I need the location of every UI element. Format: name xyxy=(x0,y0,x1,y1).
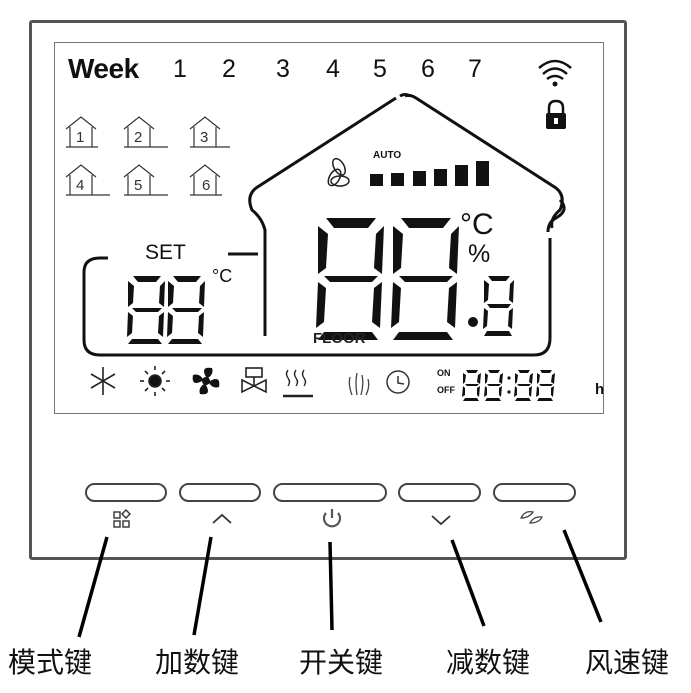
power-button[interactable] xyxy=(273,483,387,502)
set-temp-digits xyxy=(127,276,205,344)
main-temp-digits xyxy=(316,218,514,340)
timer-on-label: ON xyxy=(437,368,451,378)
up-button[interactable] xyxy=(179,483,261,502)
mode-grid-icon xyxy=(113,509,131,528)
up-button-label: 加数键 xyxy=(155,646,240,679)
day-5: 5 xyxy=(373,55,387,83)
day-4: 4 xyxy=(326,55,340,83)
wifi-icon xyxy=(538,59,572,87)
chevron-up-icon xyxy=(212,513,232,524)
fan-speed-bars xyxy=(370,161,489,186)
sun-icon xyxy=(140,366,170,396)
fan-auto-label: AUTO xyxy=(373,150,402,161)
main-unit-percent: % xyxy=(468,240,491,268)
snowflake-icon xyxy=(90,367,116,395)
svg-text:2: 2 xyxy=(134,129,142,146)
svg-text:5: 5 xyxy=(134,177,142,194)
down-button-label: 减数键 xyxy=(446,646,531,679)
week-label: Week xyxy=(68,53,139,84)
floor-label: FLOOR xyxy=(313,330,366,347)
timer-off-label: OFF xyxy=(437,385,455,395)
timer-unit: h xyxy=(595,381,605,398)
set-label: SET xyxy=(145,241,186,264)
day-2: 2 xyxy=(222,55,236,83)
leaf-fan-icon xyxy=(519,510,543,524)
mode-button-label: 模式键 xyxy=(8,646,93,679)
svg-text:1: 1 xyxy=(76,129,84,146)
fan-speed-button[interactable] xyxy=(493,483,576,502)
valve-icon xyxy=(241,367,267,394)
timer-digits xyxy=(462,370,555,401)
leader-lines xyxy=(77,529,603,638)
day-3: 3 xyxy=(276,55,290,83)
main-unit-celsius: °C xyxy=(460,208,494,241)
hand-heat-icon xyxy=(348,372,370,396)
svg-text:6: 6 xyxy=(202,177,210,194)
lock-icon xyxy=(546,99,566,129)
day-7: 7 xyxy=(468,55,482,83)
schedule-mode-icons: 1 2 3 4 5 6 xyxy=(65,116,230,196)
set-unit: °C xyxy=(212,266,233,286)
floor-heating-icon xyxy=(283,369,313,398)
fan-speed-fan-icon xyxy=(327,157,350,187)
svg-text:4: 4 xyxy=(76,177,84,194)
power-icon xyxy=(322,509,342,528)
fan-icon xyxy=(192,367,220,395)
mode-button[interactable] xyxy=(85,483,167,502)
svg-text:3: 3 xyxy=(200,129,208,146)
clock-icon xyxy=(386,370,410,394)
chevron-down-icon xyxy=(431,515,451,526)
day-6: 6 xyxy=(421,55,435,83)
down-button[interactable] xyxy=(398,483,481,502)
fan-speed-button-label: 风速键 xyxy=(585,646,670,679)
day-1: 1 xyxy=(173,55,187,83)
power-button-label: 开关键 xyxy=(299,646,384,679)
lcd-screen xyxy=(54,42,604,414)
